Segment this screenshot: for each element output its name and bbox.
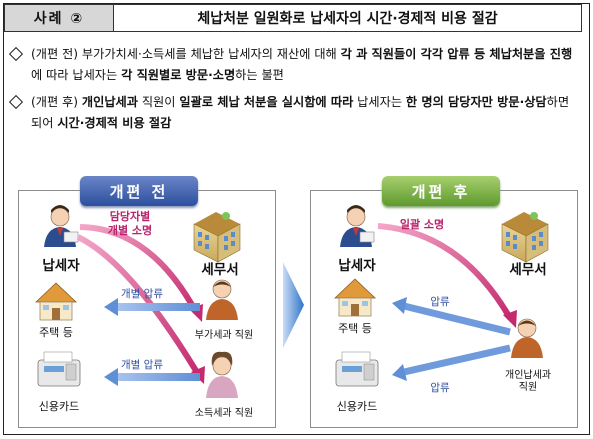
house-icon	[333, 278, 377, 317]
officer2-label: 소득세과 직원	[194, 408, 254, 419]
card-terminal-icon	[335, 351, 379, 387]
bullet-before-emphasis: 각 과 직원들이 각각 압류 등 체납처분을 진행	[340, 47, 573, 61]
person-icon	[340, 205, 375, 247]
after-header: 개편 후	[382, 176, 500, 206]
bullet-after-text: 납세자는	[353, 95, 406, 109]
case-title: 체납처분 일원화로 납세자의 시간·경제적 비용 절감	[114, 4, 582, 32]
office-label: 세무서	[201, 262, 239, 278]
note-label: 일괄 소명	[399, 218, 445, 231]
seize-label-2: 압류	[430, 382, 450, 394]
note-label-line2: 개별 소명	[107, 224, 153, 237]
bullet-after: (개편 후) 개인납세과 직원이 일괄로 체납 처분을 실시함에 따라 납세자는…	[9, 92, 579, 134]
taxpayer-label: 납세자	[338, 258, 376, 274]
card-label: 신용카드	[336, 400, 378, 413]
officer-icon	[206, 279, 238, 320]
bullet-after-emphasis: 한 명의 담당자만 방문·상담	[405, 95, 547, 109]
transition-arrow-icon	[283, 262, 304, 348]
case-number-tag: 사례 ②	[4, 4, 114, 32]
bullet-before-text: 하는 불편	[235, 68, 284, 82]
case-description: (개편 전) 부가가치세·소득세를 체납한 납세자의 재산에 대해 각 과 직원…	[9, 44, 579, 140]
office-building-icon	[501, 212, 549, 263]
bullet-after-text: 직원이	[137, 95, 180, 109]
case-title-row: 사례 ② 체납처분 일원화로 납세자의 시간·경제적 비용 절감	[4, 4, 582, 32]
bullet-before-emphasis: 각 직원별로 방문·소명	[121, 68, 236, 82]
seize-label-1: 개별 압류	[121, 288, 163, 300]
house-label: 주택 등	[338, 322, 372, 335]
note-label-line1: 담당자별	[109, 210, 151, 223]
officer1-label: 부가세과 직원	[194, 330, 254, 341]
bullet-before-label: (개편 전)	[31, 47, 82, 61]
card-label: 신용카드	[38, 400, 80, 413]
officer-icon	[511, 318, 543, 358]
officer-label-line1: 개인납세과	[505, 370, 551, 381]
bullet-before-text: 에 따라 납세자는	[31, 68, 122, 82]
bullet-after-emphasis: 일괄로 체납 처분을 실시함에 따라	[179, 95, 354, 109]
bullet-after-label: (개편 후)	[31, 95, 82, 109]
before-header: 개편 전	[80, 176, 198, 206]
house-icon	[34, 282, 78, 321]
bullet-before-text: 부가가치세·소득세를 체납한 납세자의 재산에 대해	[81, 47, 341, 61]
bullet-before: (개편 전) 부가가치세·소득세를 체납한 납세자의 재산에 대해 각 과 직원…	[9, 44, 579, 86]
officer-icon	[206, 351, 238, 398]
seize-label-1: 압류	[430, 296, 450, 308]
office-label: 세무서	[509, 262, 547, 278]
person-icon	[44, 205, 79, 247]
officer-label-line2: 직원	[518, 382, 538, 393]
bullet-after-emphasis: 개인납세과	[81, 95, 138, 109]
bullet-after-text: 하면 되어	[31, 95, 570, 130]
office-building-icon	[193, 212, 241, 263]
house-label: 주택 등	[39, 326, 73, 339]
taxpayer-label: 납세자	[42, 258, 80, 274]
seize-label-2: 개별 압류	[121, 359, 163, 371]
bullet-after-emphasis: 시간·경제적 비용 절감	[57, 116, 172, 130]
card-terminal-icon	[37, 351, 81, 387]
